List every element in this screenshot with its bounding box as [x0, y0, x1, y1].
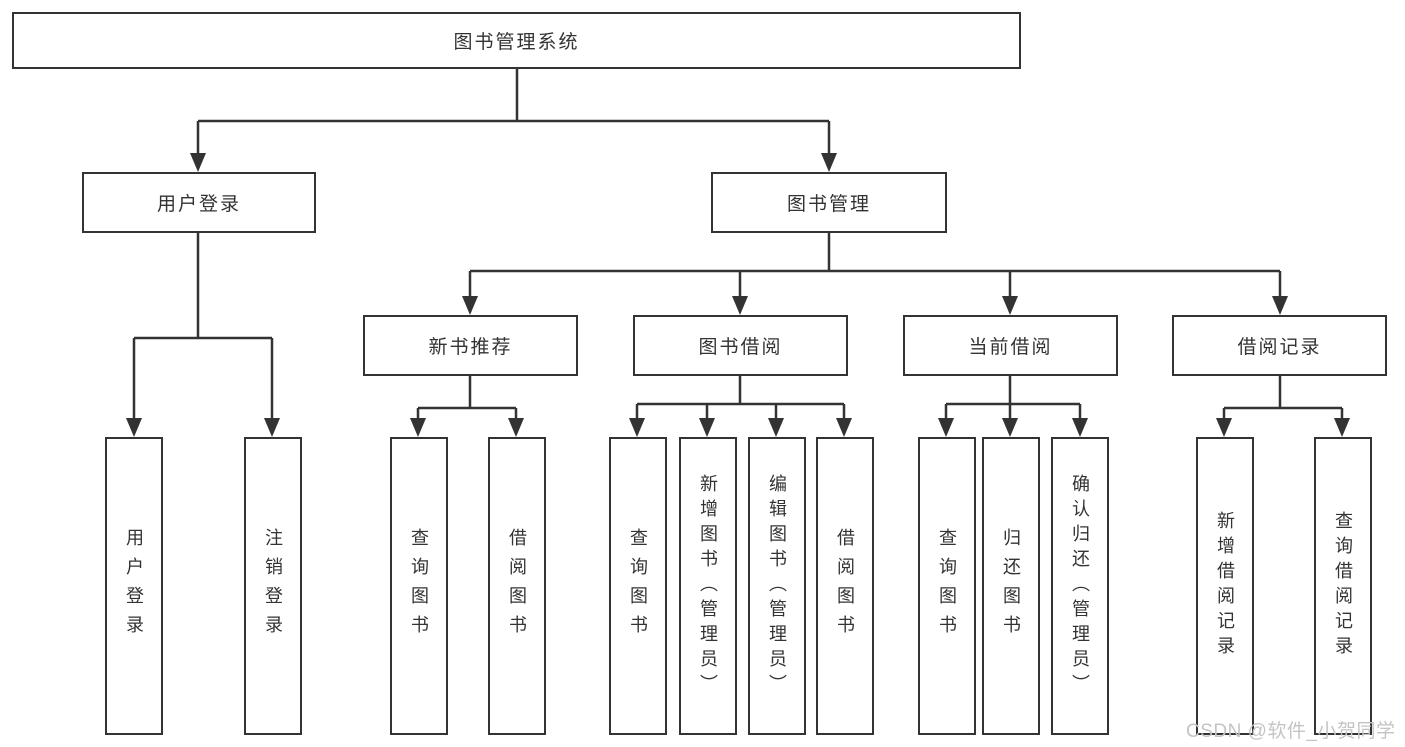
arrow-down-icon [768, 418, 784, 437]
arrow-down-icon [836, 418, 852, 437]
node-book-management: 图书管理 [711, 172, 947, 233]
arrow-down-icon [1002, 296, 1018, 315]
arrow-down-icon [629, 418, 645, 437]
arrow-down-icon [126, 418, 142, 437]
arrow-down-icon [821, 153, 837, 172]
leaf-add-books-admin: 新增图书（管理员） [679, 437, 737, 735]
leaf-return-books: 归还图书 [982, 437, 1040, 735]
arrow-down-icon [732, 296, 748, 315]
connector-line [944, 376, 1082, 420]
leaf-query-books: 查询图书 [609, 437, 667, 735]
arrow-down-icon [264, 418, 280, 437]
node-book-borrow: 图书借阅 [633, 315, 848, 376]
leaf-confirm-return-admin: 确认归还（管理员） [1051, 437, 1109, 735]
arrow-down-icon [699, 418, 715, 437]
arrow-down-icon [410, 418, 426, 437]
leaf-query-books: 查询图书 [390, 437, 448, 735]
leaf-query-books: 查询图书 [918, 437, 976, 735]
leaf-borrow-books: 借阅图书 [816, 437, 874, 735]
node-user-login: 用户登录 [82, 172, 316, 233]
arrow-down-icon [508, 418, 524, 437]
node-new-book-recommend: 新书推荐 [363, 315, 578, 376]
connector-line [196, 68, 831, 155]
csdn-watermark: CSDN @软件_小贺同学 [1186, 721, 1396, 742]
node-borrow-records: 借阅记录 [1172, 315, 1387, 376]
arrow-down-icon [1072, 418, 1088, 437]
connector-line [1222, 376, 1344, 420]
leaf-user-login: 用户登录 [105, 437, 163, 735]
leaf-query-borrow-record: 查询借阅记录 [1314, 437, 1372, 735]
arrow-down-icon [1272, 296, 1288, 315]
node-current-borrow: 当前借阅 [903, 315, 1118, 376]
leaf-borrow-books: 借阅图书 [488, 437, 546, 735]
leaf-edit-books-admin: 编辑图书（管理员） [748, 437, 806, 735]
arrow-down-icon [462, 296, 478, 315]
arrow-down-icon [1216, 418, 1232, 437]
arrow-down-icon [1334, 418, 1350, 437]
connector-line [416, 376, 518, 420]
leaf-logout: 注销登录 [244, 437, 302, 735]
leaf-add-borrow-record: 新增借阅记录 [1196, 437, 1254, 735]
arrow-down-icon [938, 418, 954, 437]
connector-line [635, 376, 846, 420]
connector-line [468, 233, 1282, 298]
node-root-library-system: 图书管理系统 [12, 12, 1021, 69]
connector-line [132, 233, 274, 420]
arrow-down-icon [1002, 418, 1018, 437]
arrow-down-icon [190, 153, 206, 172]
